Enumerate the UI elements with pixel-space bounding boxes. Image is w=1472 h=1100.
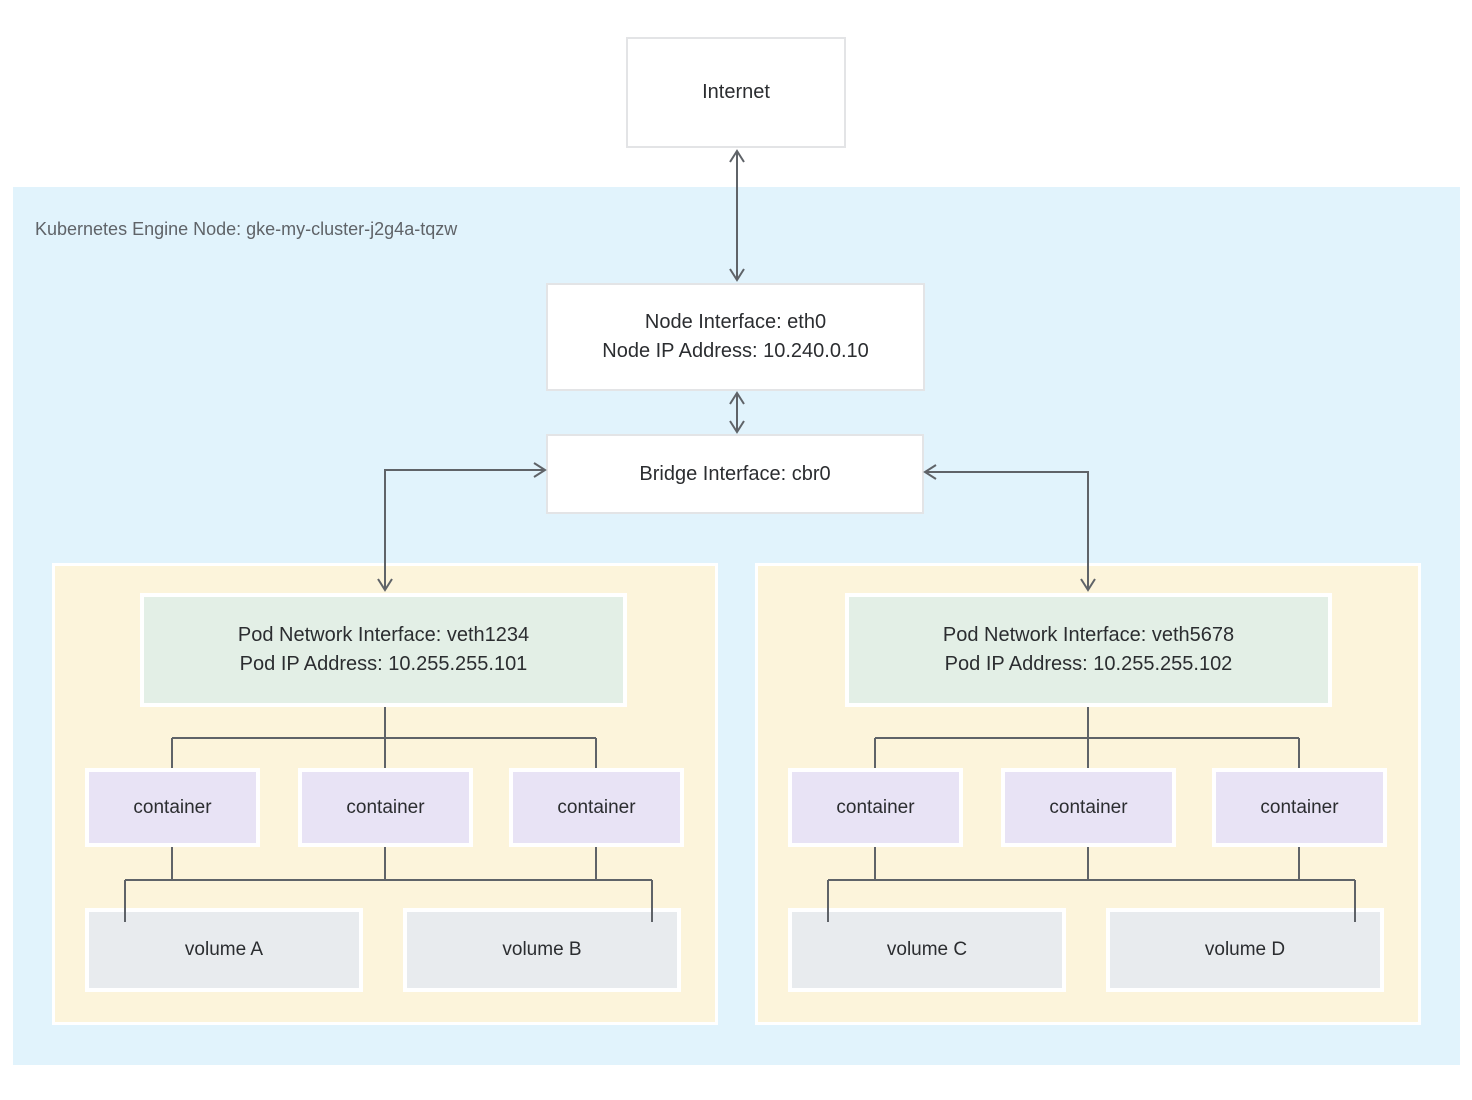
internet-label: Internet: [702, 81, 770, 103]
node-ip-address: Node IP Address: 10.240.0.10: [602, 340, 869, 362]
pod-b-network-interface-name: Pod Network Interface: veth5678: [942, 624, 1235, 646]
pod-b-container-3: container: [1212, 768, 1387, 847]
container-label: container: [133, 796, 212, 818]
node-interface-box: Node Interface: eth0 Node IP Address: 10…: [546, 283, 925, 391]
container-label: container: [1260, 796, 1339, 818]
bridge-interface-label: Bridge Interface: cbr0: [639, 462, 831, 485]
pod-b-network-interface-box: Pod Network Interface: veth5678 Pod IP A…: [845, 593, 1332, 707]
container-label: container: [346, 796, 425, 818]
pod-b-volume-d: volume D: [1106, 908, 1384, 992]
pod-a-volume-b: volume B: [403, 908, 681, 992]
pod-a-container-2: container: [298, 768, 473, 847]
node-interface-name: Node Interface: eth0: [644, 311, 827, 333]
pod-a-network-interface-box: Pod Network Interface: veth1234 Pod IP A…: [140, 593, 627, 707]
container-label: container: [557, 796, 636, 818]
volume-label: volume B: [502, 939, 582, 960]
container-label: container: [836, 796, 915, 818]
pod-a-container-1: container: [85, 768, 260, 847]
pod-b-container-2: container: [1001, 768, 1176, 847]
pod-a-volume-a: volume A: [85, 908, 363, 992]
pod-b-ip-address: Pod IP Address: 10.255.255.102: [944, 653, 1233, 675]
bridge-interface-box: Bridge Interface: cbr0: [546, 434, 924, 514]
volume-label: volume D: [1204, 939, 1286, 960]
volume-label: volume A: [184, 939, 264, 960]
internet-box: Internet: [626, 37, 846, 148]
pod-b-volume-c: volume C: [788, 908, 1066, 992]
volume-label: volume C: [886, 939, 968, 960]
pod-b-container-1: container: [788, 768, 963, 847]
kubernetes-node-region-label: Kubernetes Engine Node: gke-my-cluster-j…: [35, 219, 458, 239]
pod-a-network-interface-name: Pod Network Interface: veth1234: [237, 624, 530, 646]
arrow-up-icon: [729, 149, 745, 163]
pod-a-ip-address: Pod IP Address: 10.255.255.101: [239, 653, 528, 675]
container-label: container: [1049, 796, 1128, 818]
pod-a-container-3: container: [509, 768, 684, 847]
